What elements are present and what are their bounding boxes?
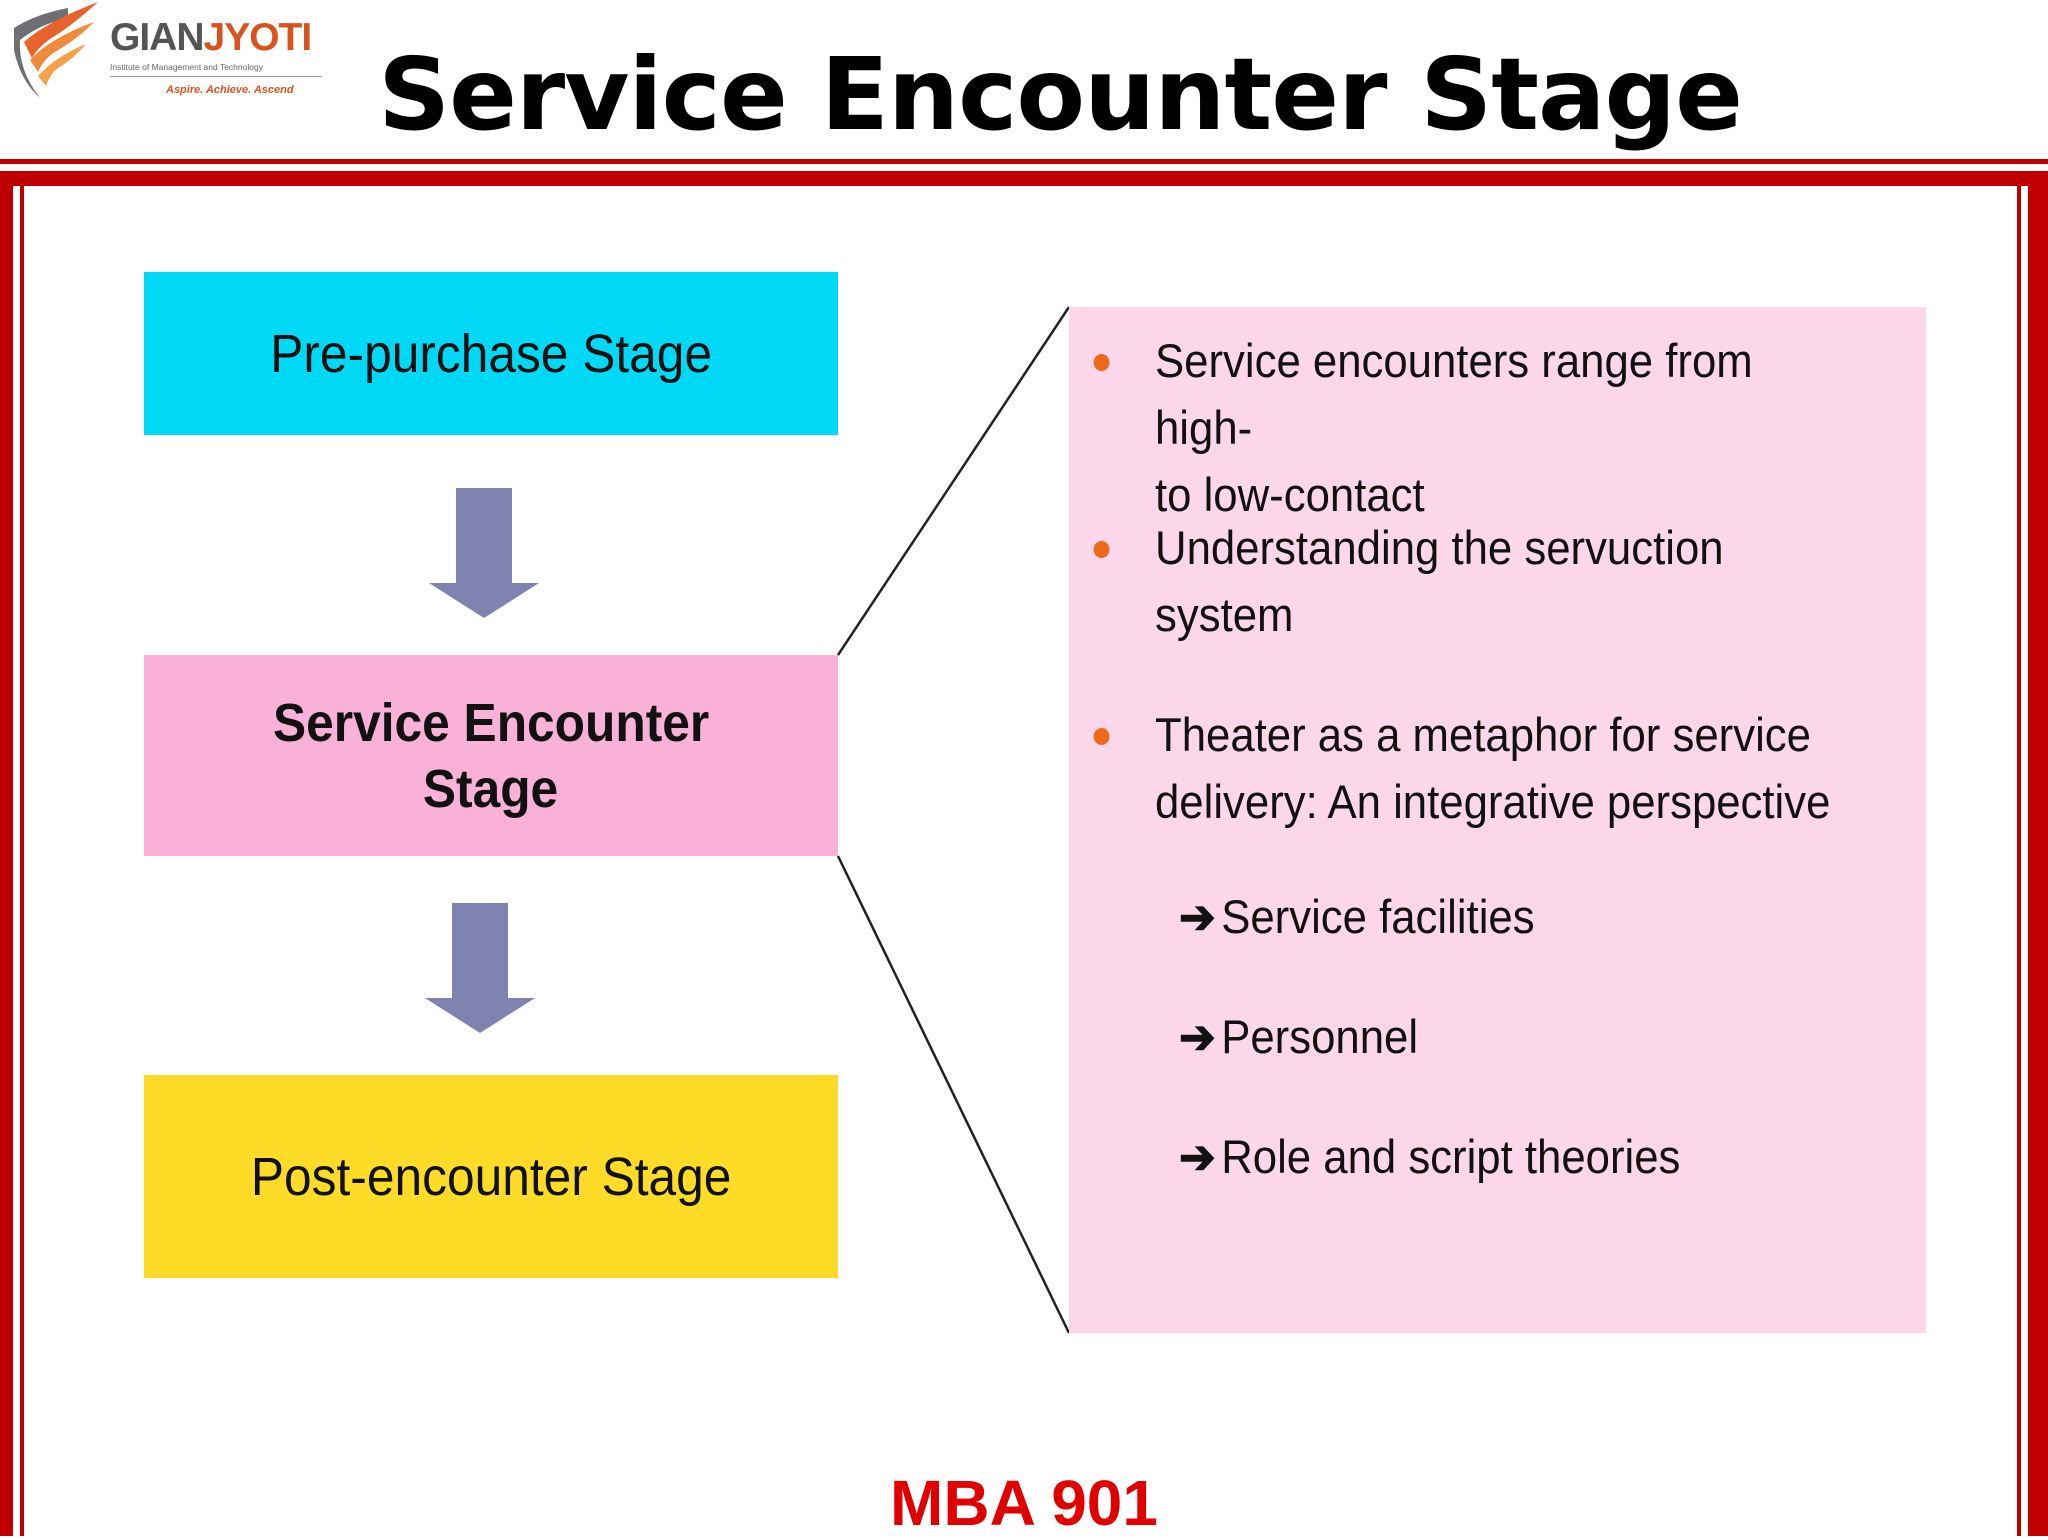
bullet-text-line1: Understanding the servuction bbox=[1155, 521, 1724, 574]
gianjyoti-logo: GIANJYOTI Institute of Management and Te… bbox=[6, 0, 326, 110]
bullet-text-line2: to low-contact bbox=[1155, 468, 1425, 521]
logo-divider bbox=[110, 76, 322, 77]
post-encounter-stage-label: Post-encounter Stage bbox=[250, 1146, 732, 1207]
bullet-text-line2: delivery: An integrative perspective bbox=[1155, 775, 1831, 828]
title-underline-thick bbox=[0, 171, 2048, 186]
sub-item-label: Personnel bbox=[1221, 1010, 1419, 1063]
pre-purchase-stage-label: Pre-purchase Stage bbox=[270, 323, 712, 384]
bullet-item: Service encounters range from high- to l… bbox=[1093, 327, 1862, 528]
title-underline-thin bbox=[0, 159, 2048, 164]
sub-item-label: Role and script theories bbox=[1221, 1130, 1681, 1183]
left-border-thick bbox=[0, 186, 13, 1536]
bullet-text-line1: Service encounters range from high- bbox=[1155, 334, 1753, 454]
service-encounter-stage-label-line1: Service Encounter bbox=[272, 692, 710, 753]
right-arrow-icon: ➔ bbox=[1179, 1010, 1216, 1063]
service-encounter-stage-box: Service Encounter Stage bbox=[144, 655, 838, 856]
down-arrow-icon bbox=[425, 903, 535, 1033]
sub-item: ➔Role and script theories bbox=[1179, 1127, 1680, 1187]
right-border-thin bbox=[2017, 186, 2021, 1536]
bullet-text-line2: system bbox=[1155, 588, 1294, 641]
logo-subtitle: Institute of Management and Technology bbox=[110, 62, 263, 72]
slide-title: Service Encounter Stage bbox=[378, 36, 1743, 153]
logo-name-part2: JYOTI bbox=[203, 16, 313, 59]
logo-tagline: Aspire. Achieve. Ascend bbox=[166, 84, 294, 96]
logo-wordmark: GIANJYOTI bbox=[110, 16, 313, 59]
pre-purchase-stage-box: Pre-purchase Stage bbox=[144, 272, 838, 435]
bullet-item: Understanding the servuction system bbox=[1093, 514, 1862, 648]
sub-item: ➔Service facilities bbox=[1179, 887, 1535, 947]
right-arrow-icon: ➔ bbox=[1179, 1130, 1216, 1183]
down-arrow-icon bbox=[429, 488, 539, 618]
bullet-dot-icon bbox=[1093, 354, 1110, 371]
bullet-dot-icon bbox=[1093, 728, 1110, 745]
sub-item: ➔Personnel bbox=[1179, 1007, 1418, 1067]
sub-item-label: Service facilities bbox=[1221, 890, 1535, 943]
service-encounter-stage-label-line2: Stage bbox=[423, 758, 559, 819]
logo-name-part1: GIAN bbox=[110, 16, 204, 59]
bullet-item: Theater as a metaphor for service delive… bbox=[1093, 701, 1862, 835]
right-border-thick bbox=[2028, 186, 2048, 1536]
detail-panel: Service encounters range from high- to l… bbox=[1069, 307, 1926, 1333]
shield-icon bbox=[14, 2, 98, 98]
bullet-text-line1: Theater as a metaphor for service bbox=[1155, 708, 1811, 761]
course-code-footer: MBA 901 bbox=[890, 1467, 1158, 1539]
left-border-thin bbox=[20, 186, 24, 1536]
bullet-dot-icon bbox=[1093, 541, 1110, 558]
right-arrow-icon: ➔ bbox=[1179, 890, 1216, 943]
post-encounter-stage-box: Post-encounter Stage bbox=[144, 1075, 838, 1278]
